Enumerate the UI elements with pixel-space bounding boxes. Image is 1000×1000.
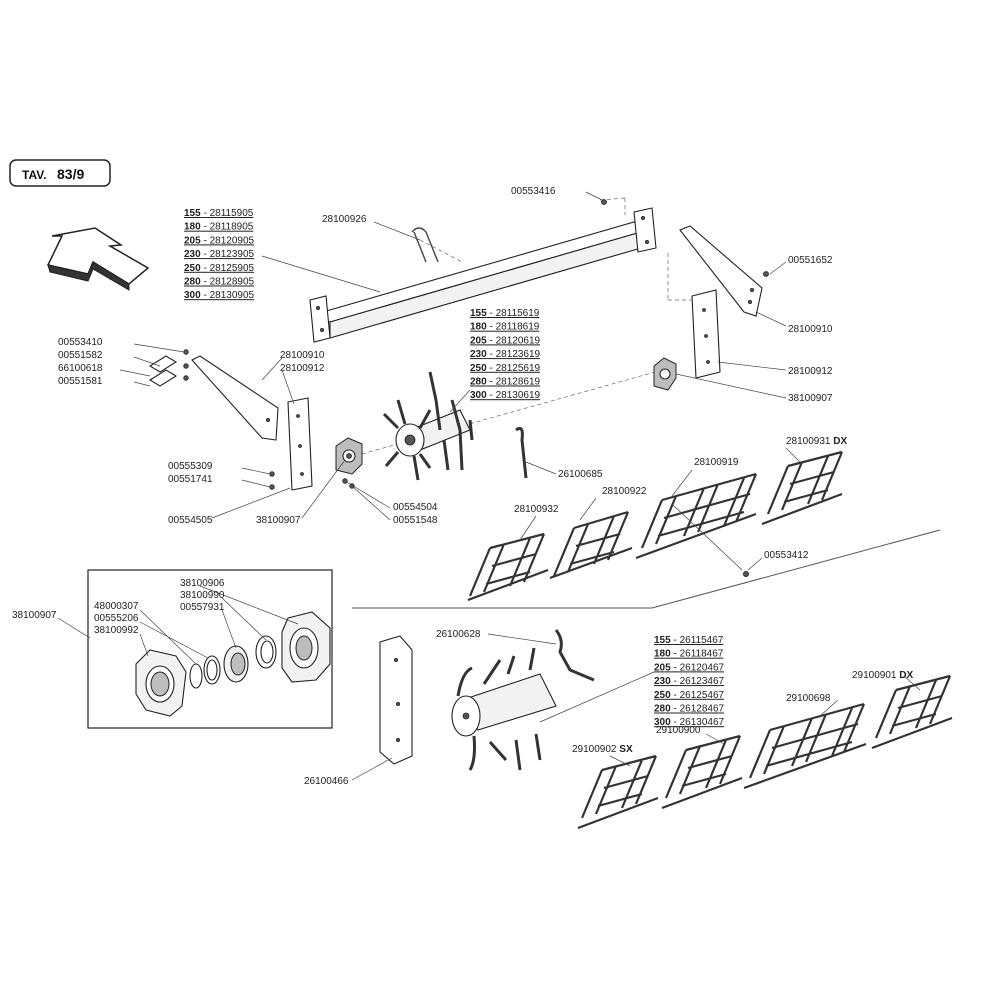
nut-icon (601, 199, 607, 205)
part-label-29100901: 29100901 DX (852, 670, 914, 681)
part-label-28100932: 28100932 (514, 504, 559, 515)
part-label-28100912-left: 28100912 (280, 363, 325, 374)
size-table-row: 205 - 28120619 (470, 335, 541, 346)
packer-cage-28100931-dx (761, 450, 844, 526)
plate-badge: TAV. 83/9 (9, 159, 111, 187)
packer-cage-28100922 (549, 510, 633, 580)
part-label-26100466: 26100466 (304, 776, 349, 787)
packer-cage-29100902-sx (577, 754, 659, 830)
leader-lines (57, 191, 921, 781)
packer-cage-29100698 (743, 702, 867, 790)
part-label-38100907-box: 38100907 (12, 610, 57, 621)
direction-arrow-icon (46, 227, 150, 291)
plate-prefix: TAV. (22, 168, 46, 182)
u-bolt (411, 227, 439, 263)
size-table-row: 280 - 26128467 (654, 704, 725, 715)
part-label-00557931: 00557931 (180, 602, 225, 613)
part-label-29100900: 29100900 (656, 725, 701, 736)
clamp-plate (148, 349, 189, 387)
part-label-00553410: 00553410 (58, 337, 103, 348)
nut-icon (743, 571, 750, 578)
seal-38100990 (255, 635, 277, 669)
part-label-26100685: 26100685 (558, 469, 603, 480)
beam-size-table: 155 - 28115905 180 - 28118905 205 - 281209… (184, 208, 255, 301)
seal-ring-48000307 (189, 663, 203, 689)
flange-38100906 (281, 611, 331, 683)
part-label-48000307: 48000307 (94, 601, 139, 612)
part-label-28100910: 28100910 (788, 324, 833, 335)
part-label-28100931: 28100931 DX (786, 436, 848, 447)
size-table-row: 180 - 28118905 (184, 222, 254, 233)
packer-cage-28100919 (635, 472, 758, 560)
size-table-row: 280 - 28128619 (470, 377, 541, 388)
tine-26100628 (554, 629, 595, 682)
part-label-00551581: 00551581 (58, 376, 103, 387)
bearing-housing (135, 649, 187, 717)
size-table-row: 250 - 28125619 (470, 363, 541, 374)
size-table-row: 155 - 28115619 (470, 308, 540, 319)
plate-number: 83/9 (57, 166, 84, 182)
right-side-plate (691, 289, 721, 379)
part-label-38100906: 38100906 (180, 578, 225, 589)
part-label-00551582: 00551582 (58, 350, 103, 361)
rotor-drum-2 (451, 647, 557, 771)
part-label-00551548: 00551548 (393, 515, 438, 526)
packer-cage-29100900 (661, 734, 743, 810)
size-table-row: 300 - 28130905 (184, 290, 255, 301)
bearing-00557931 (223, 645, 249, 683)
size-table-row: 180 - 28118619 (470, 322, 540, 333)
size-table-row: 250 - 28125905 (184, 263, 255, 274)
right-arm-bracket (679, 225, 763, 317)
part-label-00553416: 00553416 (511, 186, 556, 197)
part-label-28100919: 28100919 (694, 457, 739, 468)
tine-26100685 (515, 426, 528, 479)
right-bearing-flange (653, 357, 677, 391)
size-table-row: 230 - 26123467 (654, 676, 725, 687)
part-label-00555309: 00555309 (168, 461, 213, 472)
seal-ring-00555206 (203, 655, 221, 685)
part-label-00555206: 00555206 (94, 613, 139, 624)
left-arm-bracket (191, 355, 279, 441)
size-table-row: 205 - 26120467 (654, 662, 725, 673)
part-label-00553412: 00553412 (764, 550, 809, 561)
part-label-28100910-left: 28100910 (280, 350, 325, 361)
part-label-66100618: 66100618 (58, 363, 103, 374)
size-table-row: 155 - 26115467 (654, 635, 724, 646)
part-label-00554505: 00554505 (168, 515, 213, 526)
part-label-29100902: 29100902 SX (572, 744, 633, 755)
main-beam (309, 207, 657, 343)
rotor-drum (382, 371, 474, 481)
part-label-38100907-center: 38100907 (256, 515, 301, 526)
part-label-00551741: 00551741 (168, 474, 213, 485)
rotor-size-table: 155 - 28115619 180 - 28118619 205 - 281206… (470, 308, 541, 401)
packer-cage-28100932 (467, 532, 549, 602)
size-table-row: 230 - 28123905 (184, 249, 255, 260)
part-label-00551652: 00551652 (788, 255, 833, 266)
size-table-row: 250 - 26125467 (654, 690, 725, 701)
part-label-26100628: 26100628 (436, 629, 481, 640)
part-label-38100907-right: 38100907 (788, 393, 833, 404)
section-divider (352, 529, 941, 609)
part-label-38100992: 38100992 (94, 625, 139, 636)
size-table-row: 155 - 28115905 (184, 208, 254, 219)
packer-cage-29100901-dx (871, 674, 953, 750)
left-bearing-flange (335, 437, 363, 475)
part-label-38100990: 38100990 (180, 590, 225, 601)
size-table-row: 180 - 26118467 (654, 649, 724, 660)
left-side-plate (287, 397, 313, 491)
part-label-29100698: 29100698 (786, 693, 831, 704)
side-plate-26100466 (379, 635, 413, 765)
size-table-row: 300 - 26130467 (654, 717, 725, 728)
size-table-row: 280 - 28128905 (184, 277, 255, 288)
size-table-row: 230 - 28123619 (470, 349, 541, 360)
part-label-00554504: 00554504 (393, 502, 438, 513)
part-label-28100922: 28100922 (602, 486, 647, 497)
part-label-28100912-right: 28100912 (788, 366, 833, 377)
rotor2-size-table: 155 - 26115467 180 - 26118467 205 - 261204… (654, 635, 725, 728)
part-label-28100926: 28100926 (322, 214, 367, 225)
size-table-row: 205 - 28120905 (184, 235, 255, 246)
size-table-row: 300 - 28130619 (470, 390, 541, 401)
